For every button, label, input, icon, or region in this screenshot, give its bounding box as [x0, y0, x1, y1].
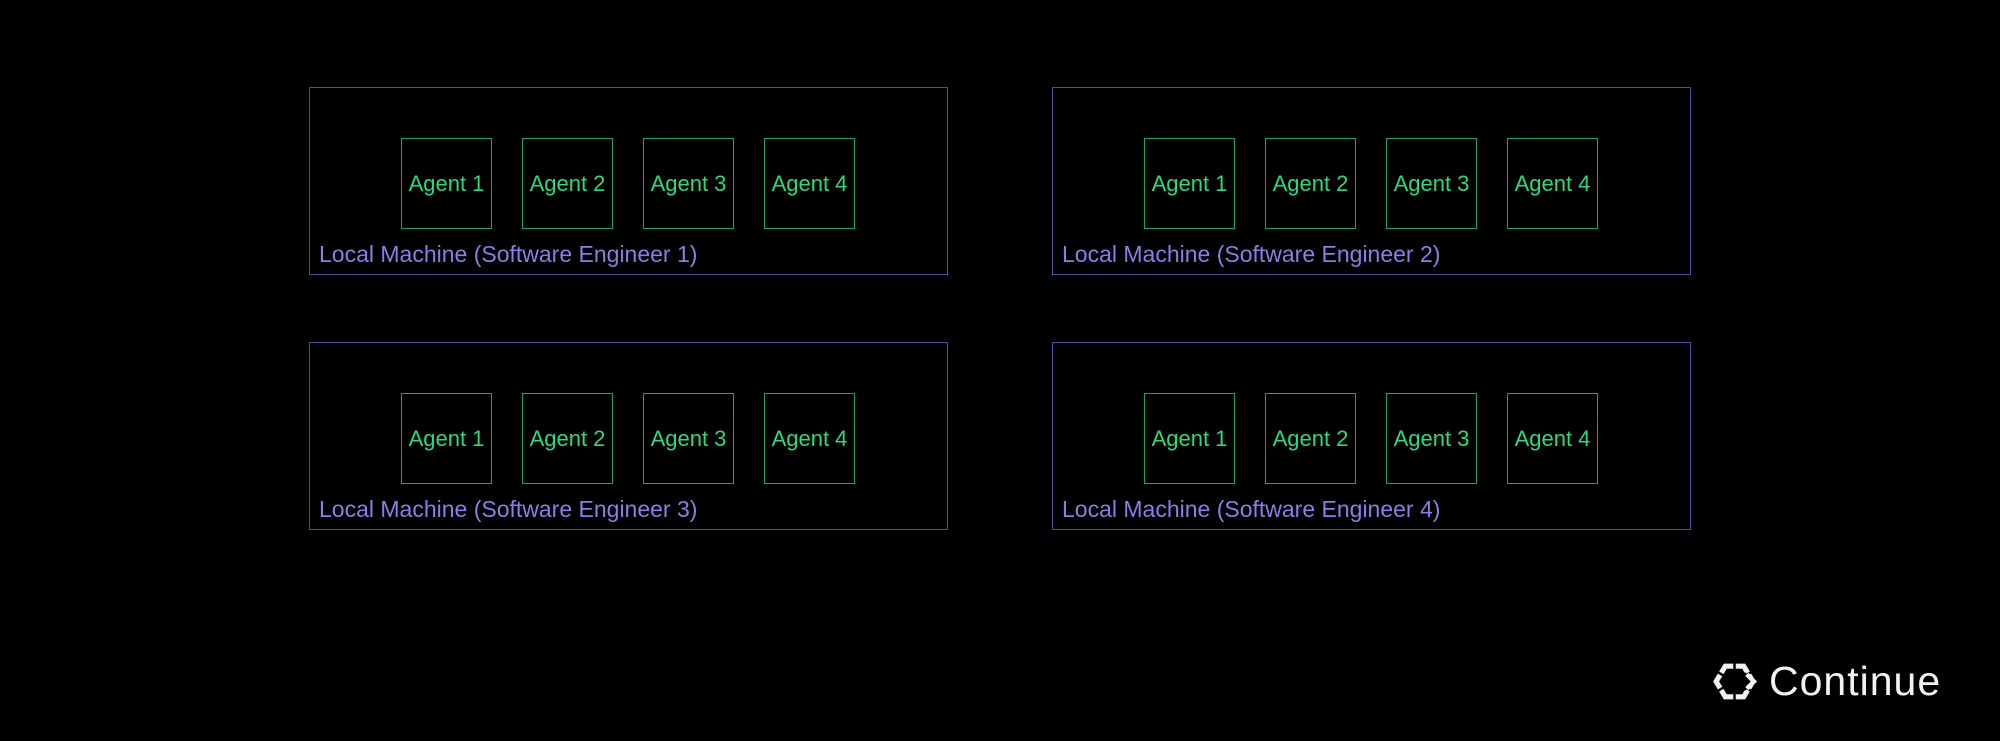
- agent-label: Agent 4: [771, 425, 848, 451]
- agent-label: Agent 1: [1151, 425, 1228, 451]
- machine-box-software-engineer-1: Agent 1 Agent 2 Agent 3 Agent 4 Local Ma…: [309, 87, 948, 275]
- agent-box-4: Agent 4: [1507, 138, 1598, 229]
- agent-box-3: Agent 3: [1386, 393, 1477, 484]
- agent-label: Agent 1: [408, 425, 485, 451]
- agent-row: Agent 1 Agent 2 Agent 3 Agent 4: [401, 138, 855, 229]
- agent-label: Agent 3: [650, 170, 727, 196]
- agent-box-4: Agent 4: [764, 138, 855, 229]
- agent-box-1: Agent 1: [401, 138, 492, 229]
- agent-row: Agent 1 Agent 2 Agent 3 Agent 4: [401, 393, 855, 484]
- agent-box-1: Agent 1: [1144, 393, 1235, 484]
- agent-label: Agent 1: [408, 170, 485, 196]
- agent-box-3: Agent 3: [643, 138, 734, 229]
- agent-label: Agent 1: [1151, 170, 1228, 196]
- agent-box-2: Agent 2: [1265, 393, 1356, 484]
- machine-label: Local Machine (Software Engineer 4): [1062, 496, 1441, 522]
- agent-label: Agent 2: [529, 170, 606, 196]
- agent-box-2: Agent 2: [522, 138, 613, 229]
- agent-label: Agent 3: [1393, 425, 1470, 451]
- agent-box-4: Agent 4: [764, 393, 855, 484]
- agent-row: Agent 1 Agent 2 Agent 3 Agent 4: [1144, 138, 1598, 229]
- machine-box-software-engineer-2: Agent 1 Agent 2 Agent 3 Agent 4 Local Ma…: [1052, 87, 1691, 275]
- agent-label: Agent 2: [1272, 170, 1349, 196]
- machine-box-software-engineer-3: Agent 1 Agent 2 Agent 3 Agent 4 Local Ma…: [309, 342, 948, 530]
- machine-label: Local Machine (Software Engineer 3): [319, 496, 698, 522]
- agent-label: Agent 2: [529, 425, 606, 451]
- machine-box-software-engineer-4: Agent 1 Agent 2 Agent 3 Agent 4 Local Ma…: [1052, 342, 1691, 530]
- agent-box-2: Agent 2: [522, 393, 613, 484]
- agent-box-1: Agent 1: [401, 393, 492, 484]
- agent-box-4: Agent 4: [1507, 393, 1598, 484]
- agent-label: Agent 3: [650, 425, 727, 451]
- agent-label: Agent 2: [1272, 425, 1349, 451]
- continue-logo-text: Continue: [1769, 657, 1942, 704]
- agent-label: Agent 3: [1393, 170, 1470, 196]
- agent-label: Agent 4: [771, 170, 848, 196]
- machine-label: Local Machine (Software Engineer 1): [319, 241, 698, 267]
- agent-box-1: Agent 1: [1144, 138, 1235, 229]
- agent-label: Agent 4: [1514, 425, 1591, 451]
- agent-box-2: Agent 2: [1265, 138, 1356, 229]
- agent-row: Agent 1 Agent 2 Agent 3 Agent 4: [1144, 393, 1598, 484]
- agent-label: Agent 4: [1514, 170, 1591, 196]
- continue-logo: Continue: [1712, 656, 1941, 706]
- machine-label: Local Machine (Software Engineer 2): [1062, 241, 1441, 267]
- agent-box-3: Agent 3: [1386, 138, 1477, 229]
- continue-hexagon-icon: [1713, 660, 1757, 702]
- agent-box-3: Agent 3: [643, 393, 734, 484]
